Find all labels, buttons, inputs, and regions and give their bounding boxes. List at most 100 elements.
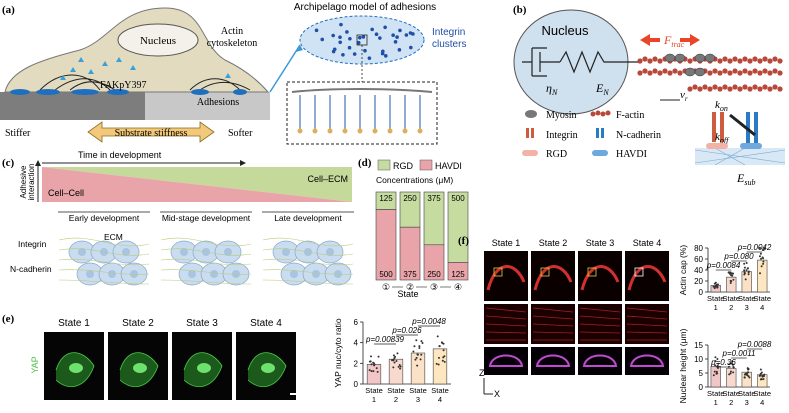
nucleus-xz-image	[531, 347, 575, 375]
rgd-icon	[522, 150, 538, 156]
data-point	[763, 373, 766, 376]
cell-cell-label: Cell–Cell	[48, 188, 84, 198]
inset-head	[402, 128, 408, 134]
stress-fiber	[485, 331, 527, 334]
bar	[410, 352, 426, 385]
inhibition-bar	[729, 113, 756, 137]
rgd-value: 125	[379, 194, 393, 203]
stress-fiber	[485, 323, 527, 327]
data-point	[377, 355, 380, 358]
x-label: X	[494, 389, 500, 399]
ncad-icon	[596, 128, 599, 138]
data-point	[415, 356, 418, 359]
stress-fiber	[485, 315, 527, 320]
actin-bead	[777, 58, 783, 64]
ecm-fiber	[160, 279, 252, 285]
integrin-cluster-dot	[383, 54, 388, 58]
y-tick-label: 40	[694, 266, 703, 275]
y-tick-label: 10	[694, 355, 703, 364]
bar	[432, 348, 448, 385]
ecm-fiber	[262, 279, 354, 285]
inset-head	[342, 128, 348, 134]
data-point	[714, 359, 717, 362]
actin-fibers-left	[39, 74, 116, 91]
x-tick-label: State	[753, 389, 771, 398]
actin-cell	[580, 265, 620, 291]
legend-rgd: RGD	[546, 149, 567, 160]
actin-bead	[707, 70, 713, 76]
dashpot	[522, 47, 560, 77]
ecm-fiber	[160, 269, 252, 275]
yap-nucleus	[69, 363, 83, 373]
actin-bead	[732, 68, 738, 74]
integrin-cluster-dot	[383, 25, 387, 30]
cell-clusters	[58, 237, 354, 286]
integrin-label: Integrin	[432, 27, 465, 38]
eta-n-label: ηN	[546, 81, 558, 97]
x-tick-label: State	[738, 294, 756, 303]
yap-state-title: State 4	[250, 318, 282, 329]
x-tick-label: 4	[760, 398, 764, 407]
data-point	[730, 274, 733, 277]
ecm-fiber	[58, 237, 150, 247]
nucleus-xz-image	[578, 347, 622, 375]
bar-havdi	[447, 262, 469, 281]
actin-bead	[777, 70, 783, 76]
x-tick-label: 2	[729, 303, 733, 312]
nucleus-label: Nucleus	[140, 35, 176, 47]
data-point	[714, 356, 717, 359]
actin-bead	[772, 56, 778, 62]
data-point	[714, 364, 717, 367]
integrin-cluster-dot	[348, 37, 352, 41]
data-point	[760, 257, 763, 260]
stress-fiber	[532, 315, 574, 320]
data-point	[759, 368, 762, 371]
p-value: p=0.0011	[722, 349, 756, 358]
state-number: ③	[430, 283, 438, 293]
rgd-patch	[706, 143, 728, 149]
x-tick-label: State	[722, 389, 740, 398]
y-tick-label: 0	[699, 288, 704, 297]
ecm-fiber	[160, 258, 252, 266]
stress-fiber	[626, 323, 668, 327]
esub-label: Esub	[736, 171, 755, 187]
p-value: p=0.0048	[411, 317, 446, 326]
data-point	[744, 372, 747, 375]
legend-integrin: Integrin	[546, 130, 578, 141]
actin-bead	[717, 58, 723, 64]
panel-f-label: (f)	[458, 235, 469, 247]
actin-bead	[652, 68, 658, 74]
y-tick-label: 60	[694, 255, 703, 264]
data-point	[715, 283, 718, 286]
data-point	[732, 366, 735, 369]
rgd-value: 375	[427, 194, 441, 203]
x-tick-label: 4	[760, 303, 764, 312]
havdi-value: 125	[451, 270, 465, 279]
data-point	[758, 247, 761, 249]
data-point	[729, 372, 732, 375]
y-tick-label: 4	[354, 339, 359, 348]
integrin-cluster-dot	[363, 48, 367, 53]
data-point	[715, 372, 718, 375]
stress-fiber	[626, 315, 668, 320]
p-value: p=0.00839	[365, 335, 405, 344]
actin-bead	[727, 86, 733, 92]
data-point	[747, 375, 750, 378]
substrate-mesh	[694, 147, 786, 166]
cell-nucleus	[188, 270, 196, 278]
panel-c-label: (c)	[2, 157, 15, 169]
stiffer-label: Stiffer	[5, 128, 31, 139]
data-point	[716, 286, 719, 289]
data-point	[421, 342, 424, 345]
integrin-cluster-dot	[314, 28, 319, 33]
actin-bead	[762, 56, 768, 62]
integrin-cluster-dot	[409, 45, 413, 50]
actin-bead	[747, 58, 753, 64]
actin-bead	[647, 58, 653, 64]
y-tick-label: 20	[694, 277, 703, 286]
data-point	[717, 362, 720, 365]
havdi-value: 500	[379, 270, 393, 279]
zoom-arrow	[269, 44, 301, 93]
koff-label: koff	[715, 131, 730, 145]
